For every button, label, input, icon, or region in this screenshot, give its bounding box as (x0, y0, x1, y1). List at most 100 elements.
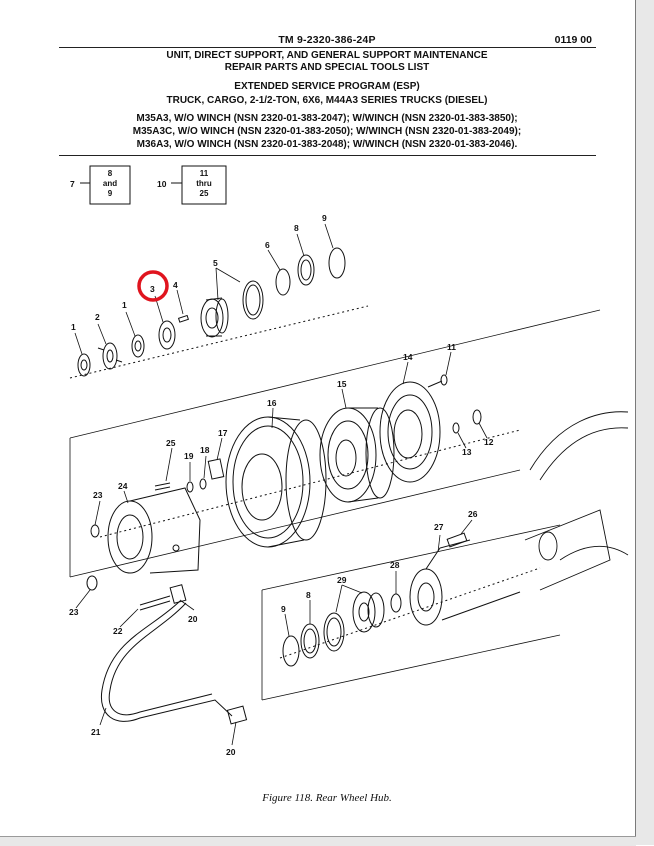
page-edge-right (635, 0, 654, 845)
callout-5: 5 (213, 258, 218, 268)
axle-housing (524, 411, 629, 591)
screw-11 (427, 374, 448, 388)
hose-21 (100, 600, 233, 722)
program-line: EXTENDED SERVICE PROGRAM (ESP) (234, 81, 420, 92)
ref-box-7-line-3: 9 (108, 189, 113, 198)
ring-9 (328, 247, 346, 279)
figure-caption: Figure 118. Rear Wheel Hub. (262, 792, 392, 804)
model-line-3: M36A3, W/O WINCH (NSN 2320-01-383-2048);… (136, 139, 518, 150)
callout-18: 18 (200, 445, 210, 455)
ref-box-10-line-1: 11 (200, 169, 209, 178)
callout-6: 6 (265, 240, 270, 250)
hub-frame-top (69, 309, 601, 439)
adjusting-nut-1b (131, 334, 145, 358)
gasket-8-lower (300, 623, 320, 659)
ring-9-lower (282, 635, 300, 667)
bearing-cup-5 (242, 280, 264, 320)
callout-2: 2 (95, 312, 100, 322)
adjusting-nut-1 (77, 353, 91, 377)
nut-23a (90, 524, 100, 538)
bearing-cup-29 (323, 612, 345, 652)
callout-1b: 1 (122, 300, 127, 310)
title-line-1: UNIT, DIRECT SUPPORT, AND GENERAL SUPPOR… (166, 50, 488, 61)
tm-number: TM 9-2320-386-24P (278, 34, 376, 46)
callout-11: 11 (447, 342, 456, 352)
washer-3 (158, 320, 176, 350)
callout-3: 3 (150, 284, 155, 294)
callout-9a: 9 (322, 213, 327, 223)
callout-15: 15 (337, 379, 347, 389)
brake-drum-16 (225, 416, 327, 548)
ref-box-7-line-2: and (103, 179, 117, 188)
lock-washer-2 (97, 342, 123, 370)
washer-28 (390, 593, 402, 613)
washer-18 (199, 478, 207, 490)
callout-24: 24 (118, 481, 128, 491)
fitting-26 (446, 532, 468, 548)
callout-29: 29 (337, 575, 347, 585)
bracket-17 (207, 458, 225, 480)
title-line-2: REPAIR PARTS AND SPECIAL TOOLS LIST (224, 62, 430, 73)
flange-14 (379, 381, 441, 483)
bearing-cone-5 (200, 297, 229, 338)
ref-box-10-label: 10 (157, 179, 167, 189)
callout-8a: 8 (294, 223, 299, 233)
spindle-frame-bottom (261, 634, 561, 701)
callout-23b: 23 (69, 607, 79, 617)
callout-22: 22 (113, 626, 123, 636)
callout-19: 19 (184, 451, 194, 461)
stud-25 (154, 482, 171, 491)
ref-box-10-line-3: 25 (200, 189, 209, 198)
gasket-8 (297, 254, 315, 286)
callout-27: 27 (434, 522, 444, 532)
seal-6 (275, 268, 291, 296)
sequence-number: 0119 00 (554, 34, 592, 46)
callout-4: 4 (173, 280, 178, 290)
model-line-1: M35A3, W/O WINCH (NSN 2320-01-383-2047);… (136, 113, 518, 124)
callout-16: 16 (267, 398, 277, 408)
spindle-frame-top (261, 524, 561, 591)
callout-26: 26 (468, 509, 478, 519)
nut-19 (186, 481, 194, 493)
callout-12: 12 (484, 437, 494, 447)
spindle-axis-lower (279, 567, 541, 659)
header-rule-top (59, 47, 596, 48)
bearing-cone-29 (352, 591, 385, 633)
callout-21: 21 (91, 727, 101, 737)
callout-14: 14 (403, 352, 413, 362)
ref-box-10-line-2: thru (196, 179, 212, 188)
model-line-2: M35A3C, W/O WINCH (NSN 2320-01-383-2050)… (132, 126, 522, 137)
callout-8b: 8 (306, 590, 311, 600)
callout-25: 25 (166, 438, 176, 448)
exploded-view-illustration: 7 8 and 9 10 11 thru 25 1 2 1 3 4 5 6 8 … (69, 165, 629, 757)
screw-22 (139, 595, 171, 611)
callout-17: 17 (218, 428, 228, 438)
callout-13: 13 (462, 447, 472, 457)
callout-20b: 20 (226, 747, 236, 757)
nut-12 (472, 409, 482, 425)
hub-15 (319, 407, 395, 503)
spindle-axis-upper (69, 305, 369, 379)
highlight-circle (137, 270, 169, 302)
hub-frame-bottom (69, 469, 521, 578)
callout-23a: 23 (93, 490, 103, 500)
callout-20a: 20 (188, 614, 198, 624)
callout-28: 28 (390, 560, 400, 570)
washer-13 (452, 422, 460, 434)
backing-plate-24 (107, 487, 201, 574)
fitting-20-lower (226, 705, 248, 725)
callout-9b: 9 (281, 604, 286, 614)
leader-lines (74, 223, 488, 746)
pin-4 (177, 314, 190, 323)
page-edge-bottom (0, 836, 636, 846)
fitting-20-upper (169, 584, 187, 604)
ref-box-7-label: 7 (70, 179, 75, 189)
ref-box-7 (80, 165, 131, 205)
header-rule-bottom (59, 155, 596, 156)
callout-1a: 1 (71, 322, 76, 332)
spindle-27 (409, 539, 521, 626)
ref-box-10 (171, 165, 227, 205)
vehicle-line: TRUCK, CARGO, 2-1/2-TON, 6X6, M44A3 SERI… (166, 95, 488, 106)
ref-box-7-line-1: 8 (108, 169, 113, 178)
nut-23b (86, 575, 98, 591)
